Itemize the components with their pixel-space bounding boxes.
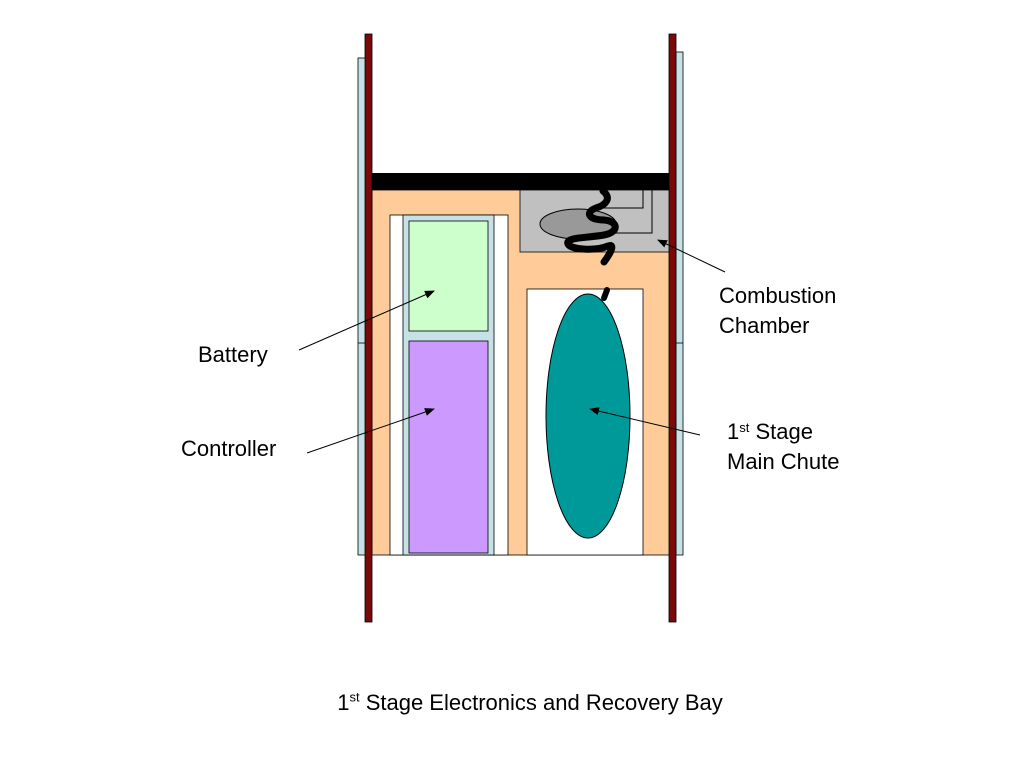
main-chute (545, 293, 631, 539)
chute-label-rest: Stage (749, 419, 813, 444)
combustion-leader (657, 239, 726, 273)
left-rail (364, 33, 373, 623)
controller-label: Controller (181, 434, 276, 464)
battery-label-text: Battery (198, 342, 268, 367)
shock-cord-lead (601, 287, 610, 301)
igniter-wire-2 (600, 190, 653, 234)
igniter-wire (600, 190, 644, 209)
combustion-label-line1: Combustion (719, 283, 837, 308)
controller-leader (306, 408, 435, 454)
right-side-panel (675, 51, 684, 556)
shock-cord-coil (564, 187, 619, 266)
chute-label-prefix: 1 (727, 419, 740, 444)
chute-label-line1: 1st Stage (727, 417, 840, 447)
controller-label-text: Controller (181, 436, 277, 461)
bulkhead (372, 173, 670, 190)
diagram-caption: 1st Stage Electronics and Recovery Bay (0, 688, 1024, 718)
battery-leader (298, 290, 435, 351)
chute-label-line2: Main Chute (727, 449, 840, 474)
battery-label: Battery (198, 340, 268, 370)
combustion-label-line2: Chamber (719, 313, 810, 338)
right-rail (668, 33, 677, 623)
caption-rest: Stage Electronics and Recovery Bay (359, 690, 723, 715)
caption-super: st (349, 689, 360, 705)
chute-label-super: st (739, 419, 750, 435)
battery-box (408, 220, 489, 332)
controller-box (408, 340, 489, 554)
caption-prefix: 1 (337, 690, 350, 715)
combustion-chamber-label: Combustion Chamber (719, 281, 836, 341)
chute-leader (589, 407, 701, 436)
main-chute-label: 1st Stage Main Chute (727, 417, 840, 477)
